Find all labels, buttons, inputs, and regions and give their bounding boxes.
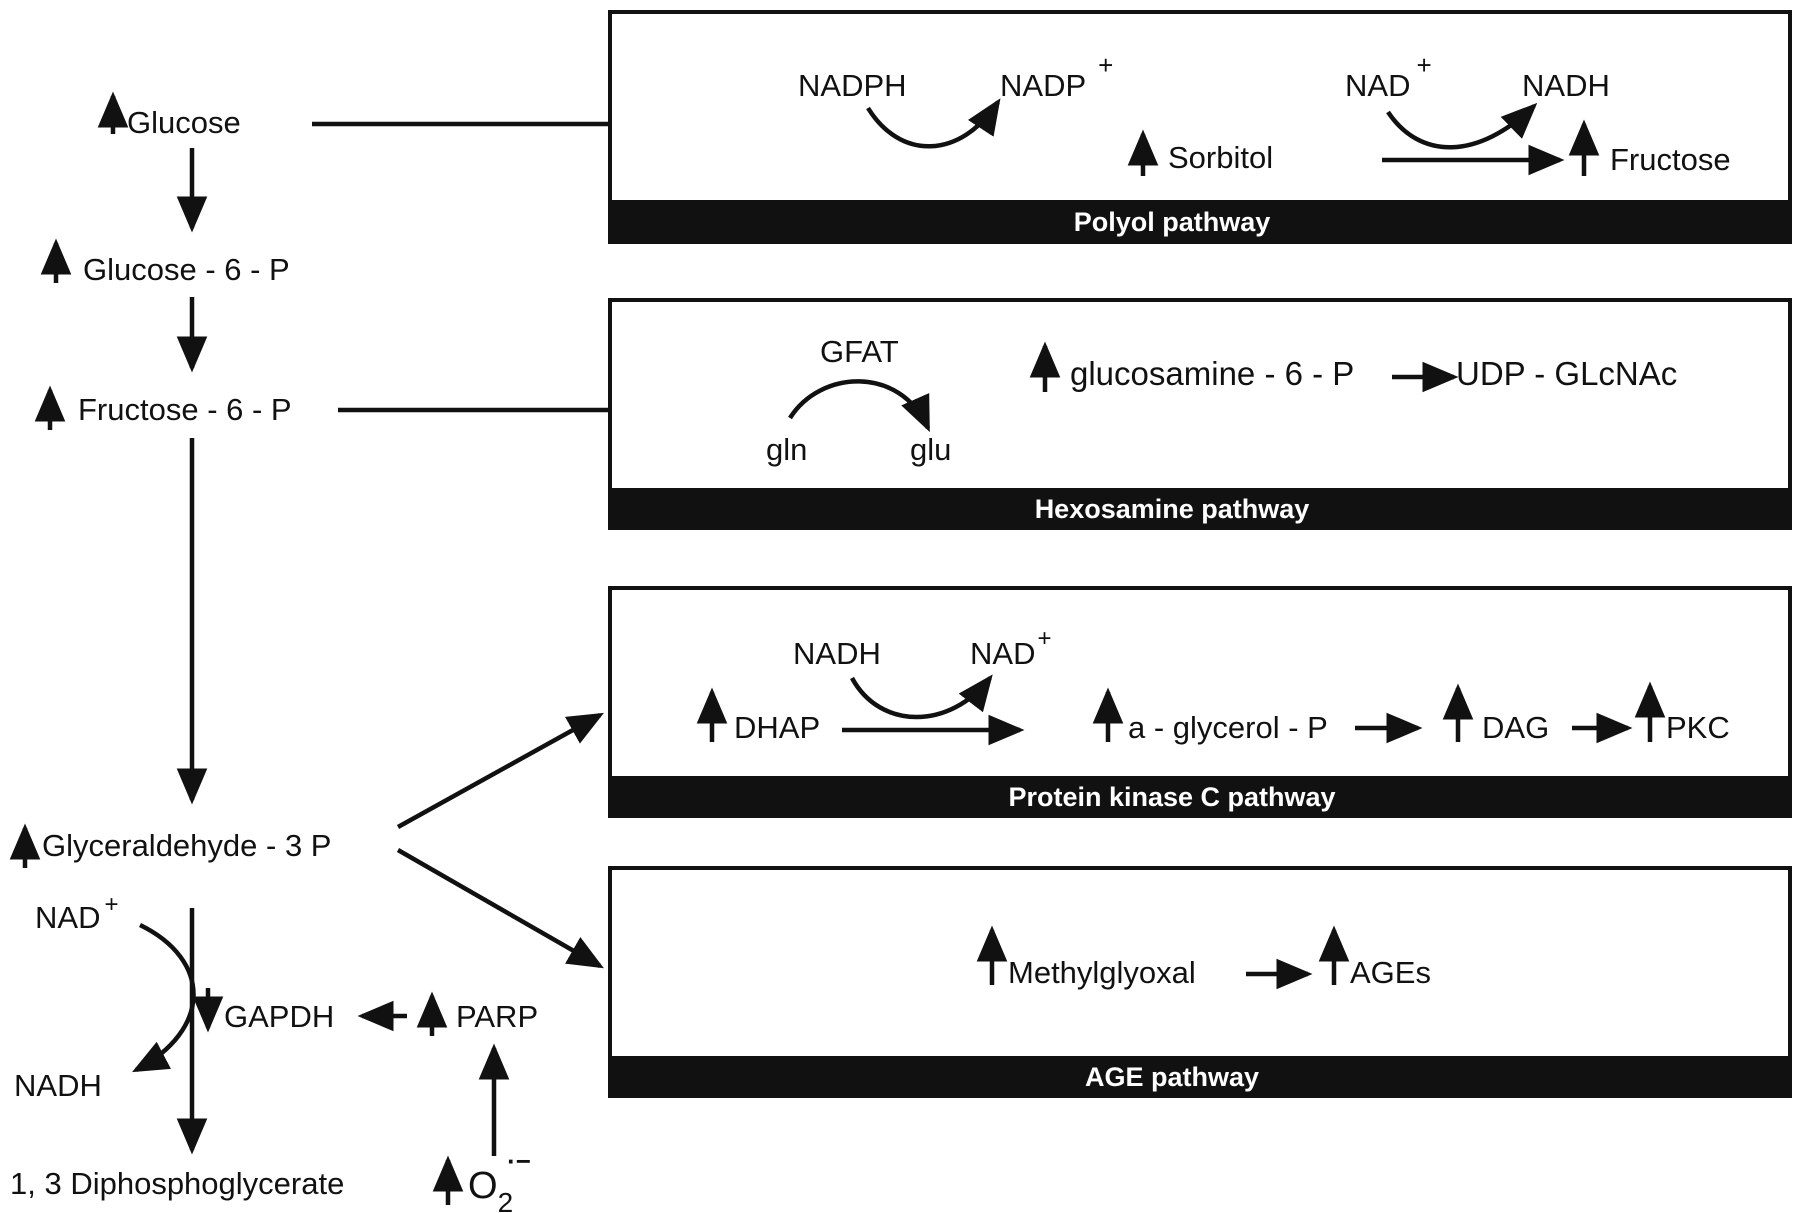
glucose-6-p-label: Glucose - 6 - P [83,252,290,287]
dag-label: DAG [1482,710,1549,745]
diphosphoglycerate-label: 1, 3 Diphosphoglycerate [10,1166,344,1201]
fructose-6-p-label: Fructose - 6 - P [78,392,292,427]
polyol-pathway-panel: Polyol pathway NADPH NADP+ Sorbitol NAD+… [608,10,1792,244]
hexosamine-band [610,488,1790,529]
nadph-label: NADPH [798,68,907,103]
glucosamine-6-p-label: glucosamine - 6 - P [1070,355,1354,392]
polyol-pathway-title: Polyol pathway [1074,207,1271,237]
nad-plus-label: NAD+ [35,891,118,935]
glucose-label: Glucose [127,105,241,140]
g3p-to-pkc-arrow [396,712,604,829]
pkc-pathway-panel: Protein kinase C pathway NADH NAD+ DHAP … [608,586,1792,818]
superoxide-label: O2·− [468,1146,531,1213]
cofactor-curve-icon [1386,102,1538,150]
dhap-label: DHAP [734,710,820,745]
nadh-label: NADH [1522,68,1610,103]
nad-plus-label: NAD+ [1345,50,1432,103]
hexosamine-pathway-title: Hexosamine pathway [1035,494,1310,524]
glu-label: glu [910,432,951,467]
cofactor-curve-icon [866,98,1001,149]
nad-plus-label: NAD+ [970,625,1051,671]
parp-label: PARP [456,999,538,1034]
g3p-to-age-arrow [396,848,604,969]
pkc-pathway-title: Protein kinase C pathway [1008,782,1335,812]
nadp-plus-label: NADP+ [1000,50,1113,103]
hexosamine-pathway-panel: Hexosamine pathway GFAT gln glu glucosam… [608,298,1792,530]
methylglyoxal-label: Methylglyoxal [1008,955,1196,990]
gfat-label: GFAT [820,334,899,369]
gapdh-label: GAPDH [224,999,334,1034]
pkc-band [610,776,1790,817]
nadh-label: NADH [14,1068,102,1103]
udp-glcnac-label: UDP - GLcNAc [1456,355,1677,392]
polyol-band [610,200,1790,243]
fructose-label: Fructose [1610,142,1731,177]
cofactor-curve-icon [850,674,993,720]
ages-label: AGEs [1350,955,1431,990]
a-glycerol-p-label: a - glycerol - P [1128,710,1328,745]
cofactor-curve-icon [788,379,931,433]
cofactor-curve-icon [132,922,196,1073]
glycolysis-column: Glucose Glucose - 6 - P Fructose - 6 - P… [9,91,538,1213]
gln-label: gln [766,432,807,467]
connectors [312,121,1035,969]
age-pathway-title: AGE pathway [1085,1062,1259,1092]
age-band [610,1056,1790,1097]
age-pathway-panel: AGE pathway Methylglyoxal AGEs [608,866,1792,1098]
sorbitol-label: Sorbitol [1168,140,1273,175]
pkc-label: PKC [1666,710,1730,745]
glyceraldehyde-3-p-label: Glyceraldehyde - 3 P [42,828,331,863]
nadh-label: NADH [793,636,881,671]
